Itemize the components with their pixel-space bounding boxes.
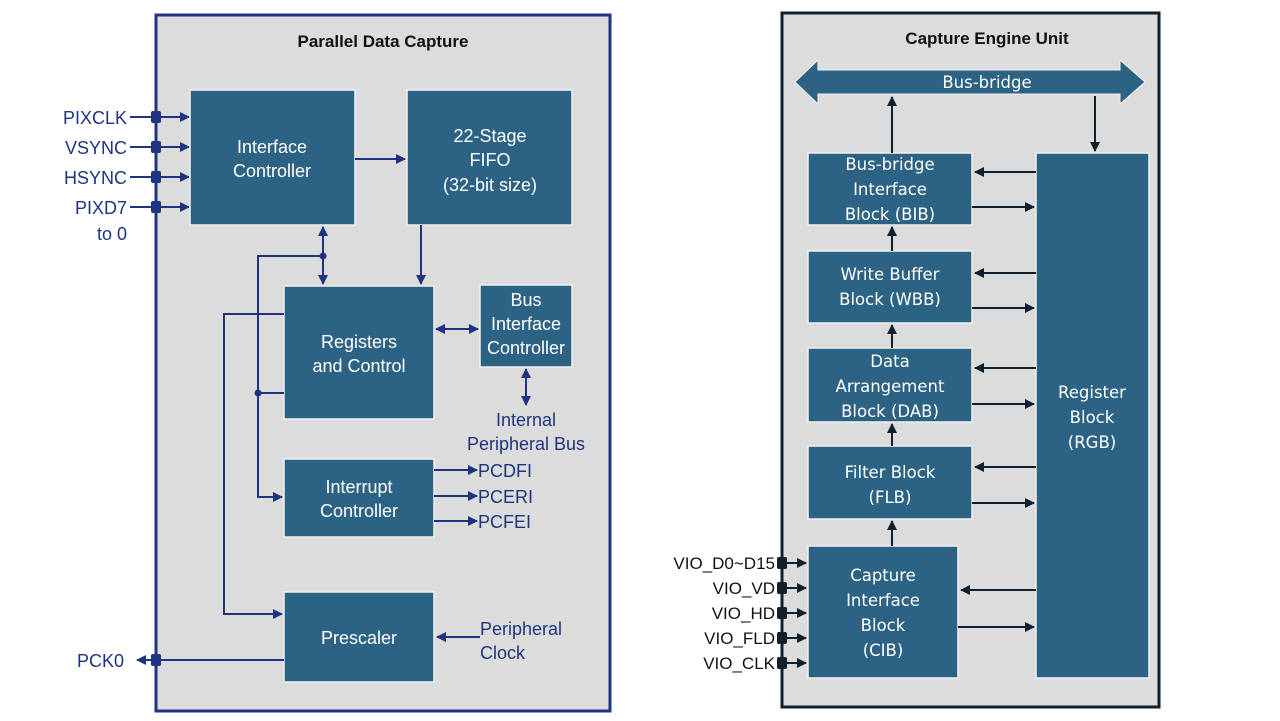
block-text: Prescaler xyxy=(321,628,397,648)
pin-pad-vio-fld xyxy=(777,632,787,644)
bus-bridge-label: Bus-bridge xyxy=(942,73,1031,92)
block-text: and Control xyxy=(312,356,405,376)
pin-pad-pixclk xyxy=(151,111,161,123)
block-text: Arrangement xyxy=(836,377,945,396)
ceu-title: Capture Engine Unit xyxy=(905,29,1069,48)
pin-label-to0: to 0 xyxy=(97,224,127,244)
block-text: Data xyxy=(870,352,909,371)
block-text: Capture xyxy=(850,566,916,585)
junction-dot xyxy=(319,252,327,260)
pin-label-vio-clk: VIO_CLK xyxy=(703,654,775,673)
bib-block: Bus-bridge Interface Block (BIB) xyxy=(807,152,973,226)
pin-pad-vio-d xyxy=(777,557,787,569)
bus-interface-controller-block: Bus Interface Controller xyxy=(479,284,573,368)
fifo-block: 22-Stage FIFO (32-bit size) xyxy=(406,89,573,226)
peripheral-clock-label-1: Peripheral xyxy=(480,619,562,639)
pin-pad-vio-hd xyxy=(777,607,787,619)
block-text: Controller xyxy=(320,501,398,521)
block-text: Block (WBB) xyxy=(839,290,941,309)
block-text: FIFO xyxy=(470,150,511,170)
pcdfi-label: PCDFI xyxy=(478,461,532,481)
interrupt-controller-block: Interrupt Controller xyxy=(283,458,435,538)
block-text: (CIB) xyxy=(863,641,904,660)
pin-pad-vio-clk xyxy=(777,657,787,669)
pin-label-vio-vd: VIO_VD xyxy=(713,579,775,598)
block-text: Block xyxy=(861,616,906,635)
dab-block: Data Arrangement Block (DAB) xyxy=(807,347,973,423)
block-text: Interface xyxy=(237,137,307,157)
block-text: Register xyxy=(1058,383,1126,402)
pin-pad-hsync xyxy=(151,171,161,183)
block-text: Block (DAB) xyxy=(841,402,939,421)
pin-pad-pixd xyxy=(151,201,161,213)
cib-block: Capture Interface Block (CIB) xyxy=(807,545,959,679)
block-text: Bus xyxy=(510,290,541,310)
pdc-title: Parallel Data Capture xyxy=(297,32,468,51)
block-text: Bus-bridge xyxy=(845,155,934,174)
block-text: Controller xyxy=(233,161,311,181)
pceri-label: PCERI xyxy=(478,487,533,507)
internal-bus-label-1: Internal xyxy=(496,410,556,430)
rgb-block: Register Block (RGB) xyxy=(1035,152,1150,679)
interface-controller-block: Interface Controller xyxy=(189,89,356,226)
block-text: Interface xyxy=(846,591,920,610)
block-text: Registers xyxy=(321,332,397,352)
pin-label-vio-d: VIO_D0~D15 xyxy=(673,554,775,573)
pin-pad-vsync xyxy=(151,141,161,153)
parallel-data-capture-diagram: Parallel Data Capture PIXCLK VSYNC HSYNC… xyxy=(63,13,612,713)
block-text: Controller xyxy=(487,338,565,358)
block-text: (FLB) xyxy=(869,488,912,507)
pin-label-vio-hd: VIO_HD xyxy=(712,604,775,623)
pin-label-pixclk: PIXCLK xyxy=(63,108,127,128)
capture-engine-unit-diagram: Capture Engine Unit Bus-bridge Bus-bridg… xyxy=(673,11,1161,709)
ceu-input-pins: VIO_D0~D15 VIO_VD VIO_HD VIO_FLD VIO_CLK xyxy=(673,554,807,673)
pin-label-hsync: HSYNC xyxy=(64,168,127,188)
prescaler-block: Prescaler xyxy=(283,591,435,683)
block-text: Interface xyxy=(491,314,561,334)
pin-pad-vio-vd xyxy=(777,582,787,594)
block-text: (32-bit size) xyxy=(443,175,537,195)
wbb-block: Write Buffer Block (WBB) xyxy=(807,250,973,324)
flb-block: Filter Block (FLB) xyxy=(807,445,973,520)
bus-bridge-arrow xyxy=(794,58,1146,106)
junction-dot xyxy=(254,389,262,397)
block-text: Interrupt xyxy=(325,477,392,497)
block-text: Interface xyxy=(853,180,927,199)
bus-to-interrupt-line xyxy=(257,255,323,502)
block-text: Filter Block xyxy=(845,463,936,482)
peripheral-clock-label-2: Clock xyxy=(480,643,526,663)
pin-pad-pck0 xyxy=(151,654,161,666)
block-text: (RGB) xyxy=(1068,433,1116,452)
rc-to-prescaler-line xyxy=(223,313,284,619)
pcfei-label: PCFEI xyxy=(478,512,531,532)
registers-control-block: Registers and Control xyxy=(283,285,435,420)
block-text: 22-Stage xyxy=(453,126,526,146)
internal-bus-label-2: Peripheral Bus xyxy=(467,434,585,454)
block-text: Write Buffer xyxy=(841,265,940,284)
block-text: Block xyxy=(1070,408,1115,427)
pin-label-vio-fld: VIO_FLD xyxy=(704,629,775,648)
pin-label-pixd7: PIXD7 xyxy=(75,198,127,218)
pdc-input-pins: PIXCLK VSYNC HSYNC PIXD7 to 0 xyxy=(63,108,190,244)
pin-label-vsync: VSYNC xyxy=(65,138,127,158)
pck0-label: PCK0 xyxy=(77,651,124,671)
block-text: Block (BIB) xyxy=(845,205,935,224)
